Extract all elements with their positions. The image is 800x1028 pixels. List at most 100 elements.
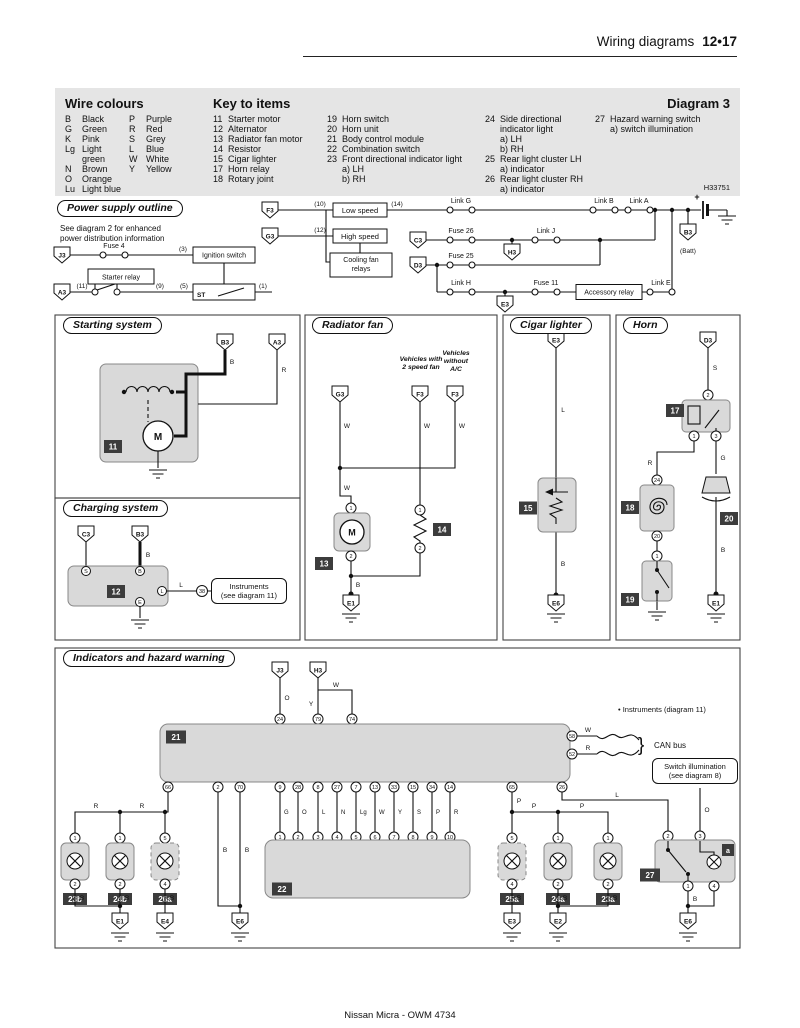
- pin-24: 24: [651, 474, 663, 486]
- svg-text:3: 3: [698, 834, 701, 840]
- pin: 15: [407, 781, 419, 793]
- link-a-fuse: [624, 206, 654, 214]
- pin: 5: [506, 832, 518, 844]
- fuse-26: [446, 236, 476, 244]
- svg-text:27: 27: [334, 785, 340, 791]
- svg-text:2: 2: [349, 554, 352, 560]
- wire-label: L: [615, 792, 619, 799]
- option-label-line: Vehicles: [442, 350, 470, 357]
- motor-letter: M: [348, 528, 356, 538]
- pin: 2: [702, 389, 714, 401]
- solenoid-wire: [198, 350, 278, 405]
- svg-text:C3: C3: [414, 238, 423, 245]
- wire-label: B: [563, 895, 567, 902]
- ground-symbol: [678, 932, 698, 942]
- pin: 79: [312, 713, 324, 725]
- connector-f3: F3: [446, 385, 464, 403]
- fuse-label: Fuse 26: [448, 228, 473, 235]
- switch-illumination-ref-box: Switch illumination (see diagram 8): [652, 758, 738, 784]
- ground-e6: E6: [547, 594, 565, 612]
- connector-g3: G3: [261, 227, 279, 245]
- svg-text:J3: J3: [58, 253, 66, 260]
- svg-text:38: 38: [199, 589, 205, 595]
- svg-text:14: 14: [438, 526, 447, 535]
- wire-label: P: [436, 810, 440, 816]
- svg-text:58: 58: [569, 734, 575, 740]
- accessory-relay-box: [575, 284, 643, 300]
- key-item: a) LH: [342, 164, 365, 174]
- can-twisted-pair: [596, 734, 640, 741]
- connector-e3: E3: [496, 295, 514, 313]
- cigar-lighter-section: E3 L B 15 E6: [519, 331, 577, 623]
- terminal-b: B: [135, 566, 145, 576]
- wire-label: L: [322, 810, 326, 816]
- svg-text:A3: A3: [58, 290, 67, 297]
- pin: 2: [345, 550, 357, 562]
- component-tag-21: 21: [166, 730, 186, 744]
- power-note: See diagram 2 for enhanced power distrib…: [60, 224, 165, 243]
- svg-text:4: 4: [163, 882, 166, 888]
- wire-colours-title: Wire colours: [65, 96, 144, 111]
- ground-symbol: [155, 932, 175, 942]
- terminal-l: L: [157, 586, 167, 596]
- header-page-number: 12•17: [702, 34, 737, 49]
- st-label: ST: [197, 292, 205, 299]
- ground-e1: E1: [707, 594, 725, 612]
- fuse-label: Link H: [451, 280, 471, 287]
- illumination-ref-line: Switch illumination: [664, 762, 726, 771]
- pin-label: (3): [179, 246, 187, 253]
- terminal-e: E: [135, 597, 145, 607]
- ground-e1: E1: [342, 594, 360, 612]
- section-title-power-supply: Power supply outline: [57, 200, 183, 217]
- fuse-label: Link B: [594, 198, 614, 205]
- svg-text:79: 79: [315, 717, 321, 723]
- svg-text:3: 3: [714, 434, 717, 440]
- component-tag-11: 11: [104, 440, 122, 453]
- pin-label: (12): [314, 227, 326, 234]
- svg-text:13: 13: [320, 560, 329, 569]
- instruments-ref-line: Instruments: [229, 582, 269, 591]
- svg-text:34: 34: [429, 785, 435, 791]
- svg-text:E6: E6: [236, 919, 244, 926]
- component-tag-19: 19: [621, 593, 639, 606]
- pin-label: (10): [314, 201, 326, 208]
- key-item: a) switch illumination: [610, 124, 694, 134]
- ground-e6: E6: [679, 912, 697, 930]
- link-g-fuse: [446, 206, 476, 214]
- svg-text:a: a: [726, 848, 730, 855]
- cigar-lighter-arrow: [545, 488, 553, 496]
- pin: 24: [274, 713, 286, 725]
- svg-text:6: 6: [373, 835, 376, 841]
- wire-label: P: [517, 798, 521, 805]
- connector-b3: B3: [679, 223, 697, 241]
- pin-label: (11): [76, 283, 87, 290]
- wire-label: R: [140, 803, 145, 810]
- option-label-2speed: Vehicles with 2 speed fan: [397, 356, 445, 372]
- svg-text:5: 5: [163, 836, 166, 842]
- svg-text:B: B: [138, 569, 142, 575]
- svg-text:13: 13: [372, 785, 378, 791]
- svg-text:B3: B3: [221, 340, 230, 347]
- link-b-fuse: [589, 206, 619, 214]
- component-tag-18: 18: [621, 501, 639, 514]
- svg-text:1: 1: [118, 836, 121, 842]
- pin: 26: [556, 781, 568, 793]
- svg-text:2: 2: [216, 785, 219, 791]
- link-h-fuse: [446, 288, 476, 296]
- svg-text:15: 15: [410, 785, 416, 791]
- svg-text:11: 11: [109, 443, 118, 452]
- wire-label: B: [721, 547, 725, 554]
- battery-plus-label: +: [694, 192, 699, 202]
- component-tag-17: 17: [666, 404, 684, 417]
